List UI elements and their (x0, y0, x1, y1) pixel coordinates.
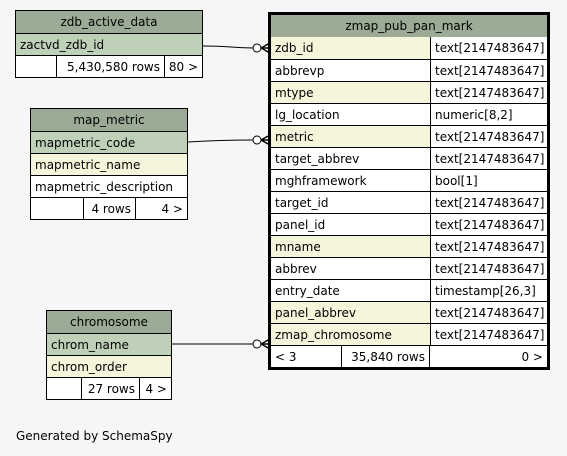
table-footer: 5,430,580 rows 80 > (16, 55, 202, 77)
column-type: text[2147483647] (430, 302, 547, 323)
column-row[interactable]: zactvd_zdb_id (16, 33, 202, 55)
column-type: numeric[8,2] (430, 104, 547, 125)
column-row[interactable]: chrom_name (47, 333, 171, 355)
column-name: zdb_id (271, 37, 430, 59)
column-type: text[2147483647] (430, 214, 547, 235)
column-type: timestamp[26,3] (430, 280, 547, 301)
row-count: 35,840 rows (341, 346, 429, 367)
column-type: text[2147483647] (430, 192, 547, 213)
column-row[interactable]: mapmetric_code (31, 131, 187, 153)
column-row[interactable]: mapmetric_description (31, 175, 187, 197)
column-type: text[2147483647] (430, 126, 547, 147)
footer-children[interactable]: 4 > (135, 198, 187, 219)
footer-parents[interactable]: < 3 (275, 349, 297, 364)
table-footer: 4 rows 4 > (31, 197, 187, 219)
column-name: mapmetric_code (31, 132, 187, 153)
column-name: chrom_name (47, 334, 171, 355)
row-count: 4 rows (83, 198, 135, 219)
relation-zdb-id-to-zactvd (202, 45, 254, 49)
footer-parents[interactable] (16, 56, 56, 77)
table-map-metric[interactable]: map_metric mapmetric_code mapmetric_name… (30, 108, 188, 220)
column-type: text[2147483647] (430, 37, 547, 59)
relation-end-circle (252, 339, 262, 349)
column-type: text[2147483647] (430, 258, 547, 279)
column-name: abbrev (271, 258, 430, 279)
column-name: chrom_order (47, 356, 171, 377)
column-name: entry_date (271, 280, 430, 301)
column-type: text[2147483647] (430, 324, 547, 345)
column-row[interactable]: chrom_order (47, 355, 171, 377)
table-header[interactable]: zmap_pub_pan_mark (271, 15, 547, 37)
column-name: mname (271, 236, 430, 257)
column-name: zactvd_zdb_id (16, 34, 202, 55)
column-name: panel_id (271, 214, 430, 235)
row-count: 27 rows (81, 378, 139, 399)
relation-end-circle (252, 135, 262, 145)
column-name: mapmetric_name (31, 154, 187, 175)
table-name: zmap_pub_pan_mark (345, 19, 473, 33)
footer-children[interactable]: 4 > (139, 378, 171, 399)
relation-end-circle (252, 43, 262, 53)
table-footer: < 3 35,840 rows 0 > (271, 345, 547, 367)
footer-children[interactable]: 0 > (429, 346, 547, 367)
table-header[interactable]: chromosome (47, 311, 171, 333)
column-type: text[2147483647] (430, 236, 547, 257)
row-count: 5,430,580 rows (56, 56, 164, 77)
column-name: target_abbrev (271, 148, 430, 169)
column-name: lg_location (271, 104, 430, 125)
column-name: mtype (271, 82, 430, 103)
footer-parents[interactable] (47, 378, 81, 399)
table-name: chromosome (70, 315, 148, 329)
column-name: metric (271, 126, 430, 147)
column-name: panel_abbrev (271, 302, 430, 323)
generated-by-label: Generated by SchemaSpy (16, 429, 173, 443)
column-name: zmap_chromosome (271, 324, 430, 345)
table-header[interactable]: map_metric (31, 109, 187, 131)
column-type: text[2147483647] (430, 148, 547, 169)
table-chromosome[interactable]: chromosome chrom_name chrom_order 27 row… (46, 310, 172, 400)
column-name: mapmetric_description (31, 176, 187, 197)
column-type: text[2147483647] (430, 60, 547, 81)
footer-children[interactable]: 80 > (164, 56, 202, 77)
column-type: text[2147483647] (430, 82, 547, 103)
table-name: zdb_active_data (60, 15, 158, 29)
table-header[interactable]: zdb_active_data (16, 11, 202, 33)
column-row[interactable]: mapmetric_name (31, 153, 187, 175)
column-name: mghframework (271, 170, 430, 191)
relation-metric-to-mapmetric-code (187, 139, 254, 143)
column-name: target_id (271, 192, 430, 213)
column-name: abbrevp (271, 60, 430, 81)
column-type: bool[1] (430, 170, 547, 191)
footer-parents[interactable] (31, 198, 83, 219)
table-footer: 27 rows 4 > (47, 377, 171, 399)
table-name: map_metric (73, 113, 145, 127)
table-zdb-active-data[interactable]: zdb_active_data zactvd_zdb_id 5,430,580 … (15, 10, 203, 78)
